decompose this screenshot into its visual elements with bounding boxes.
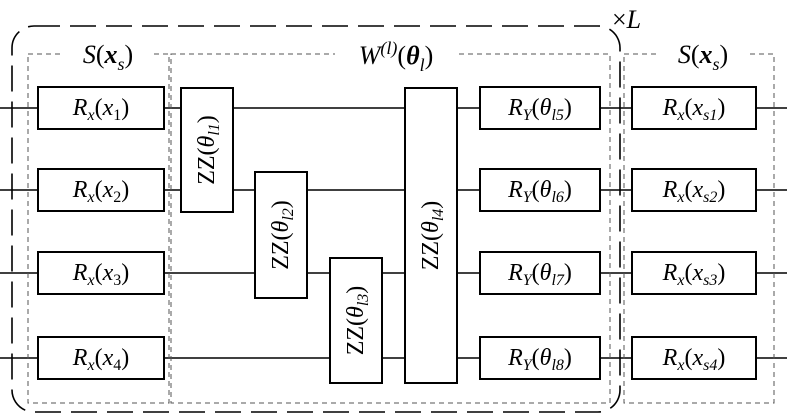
rx-gate-right-label-4: Rx(xs4) <box>662 345 726 374</box>
rx-gate-left-3 <box>37 251 165 295</box>
rx-gate-left-label-4: Rx(x4) <box>72 345 129 374</box>
rx-gate-left-label-3: Rx(x3) <box>72 260 129 289</box>
right-block-label: S(xs) <box>678 40 728 74</box>
rx-gate-left-2 <box>37 168 165 212</box>
rx-gate-left-label-2: Rx(x2) <box>72 177 129 206</box>
rx-gate-right-1 <box>631 86 757 130</box>
ry-gate-3 <box>479 251 601 295</box>
zz-gate-label-1: ZZ(θl1) <box>194 115 223 185</box>
rx-gate-left-4 <box>37 336 165 380</box>
rx-gate-left-1 <box>37 86 165 130</box>
ry-gate-2 <box>479 168 601 212</box>
repeat-block-frame <box>11 25 621 413</box>
zz-gate-label-4: ZZ(θl4) <box>418 201 447 271</box>
zz-gate-label-2: ZZ(θl2) <box>268 200 297 270</box>
rx-gate-left-label-1: Rx(x1) <box>72 95 129 124</box>
qubit-wires <box>0 107 787 359</box>
left-block-label-bg <box>62 40 154 70</box>
rx-gate-right-2 <box>631 168 757 212</box>
repeat-label: ×L <box>612 5 641 34</box>
ry-gate-label-4: RY(θl8) <box>507 345 572 374</box>
rx-gate-right-label-1: Rx(xs1) <box>662 95 726 124</box>
gates-layer: Rx(x1) Rx(x2) Rx(x3) Rx(x4) ZZ(θl1) ZZ(θl2) ZZ… <box>37 86 757 384</box>
ry-gate-4 <box>479 336 601 380</box>
ry-gate-label-2: RY(θl6) <box>507 177 572 206</box>
zz-gate-label-3: ZZ(θl3) <box>343 286 372 356</box>
rx-gate-right-3 <box>631 251 757 295</box>
rx-gate-right-label-3: Rx(xs3) <box>662 260 726 289</box>
rx-gate-right-label-2: Rx(xs2) <box>662 177 726 206</box>
right-block-label-bg <box>657 40 749 70</box>
zz-gate-1 <box>180 87 234 213</box>
ry-gate-1 <box>479 86 601 130</box>
ry-gate-label-1: RY(θl5) <box>507 95 572 124</box>
zz-gate-2 <box>254 171 308 299</box>
ry-gate-label-3: RY(θl7) <box>507 260 572 289</box>
middle-block-label-bg <box>335 36 457 70</box>
zz-gate-3 <box>329 257 383 384</box>
left-block-label: S(xs) <box>83 40 133 74</box>
left-encoding-frame <box>27 53 170 404</box>
zz-gate-4 <box>404 87 458 384</box>
rx-gate-right-4 <box>631 336 757 380</box>
middle-block-label: W(l)(θl) <box>359 38 434 75</box>
